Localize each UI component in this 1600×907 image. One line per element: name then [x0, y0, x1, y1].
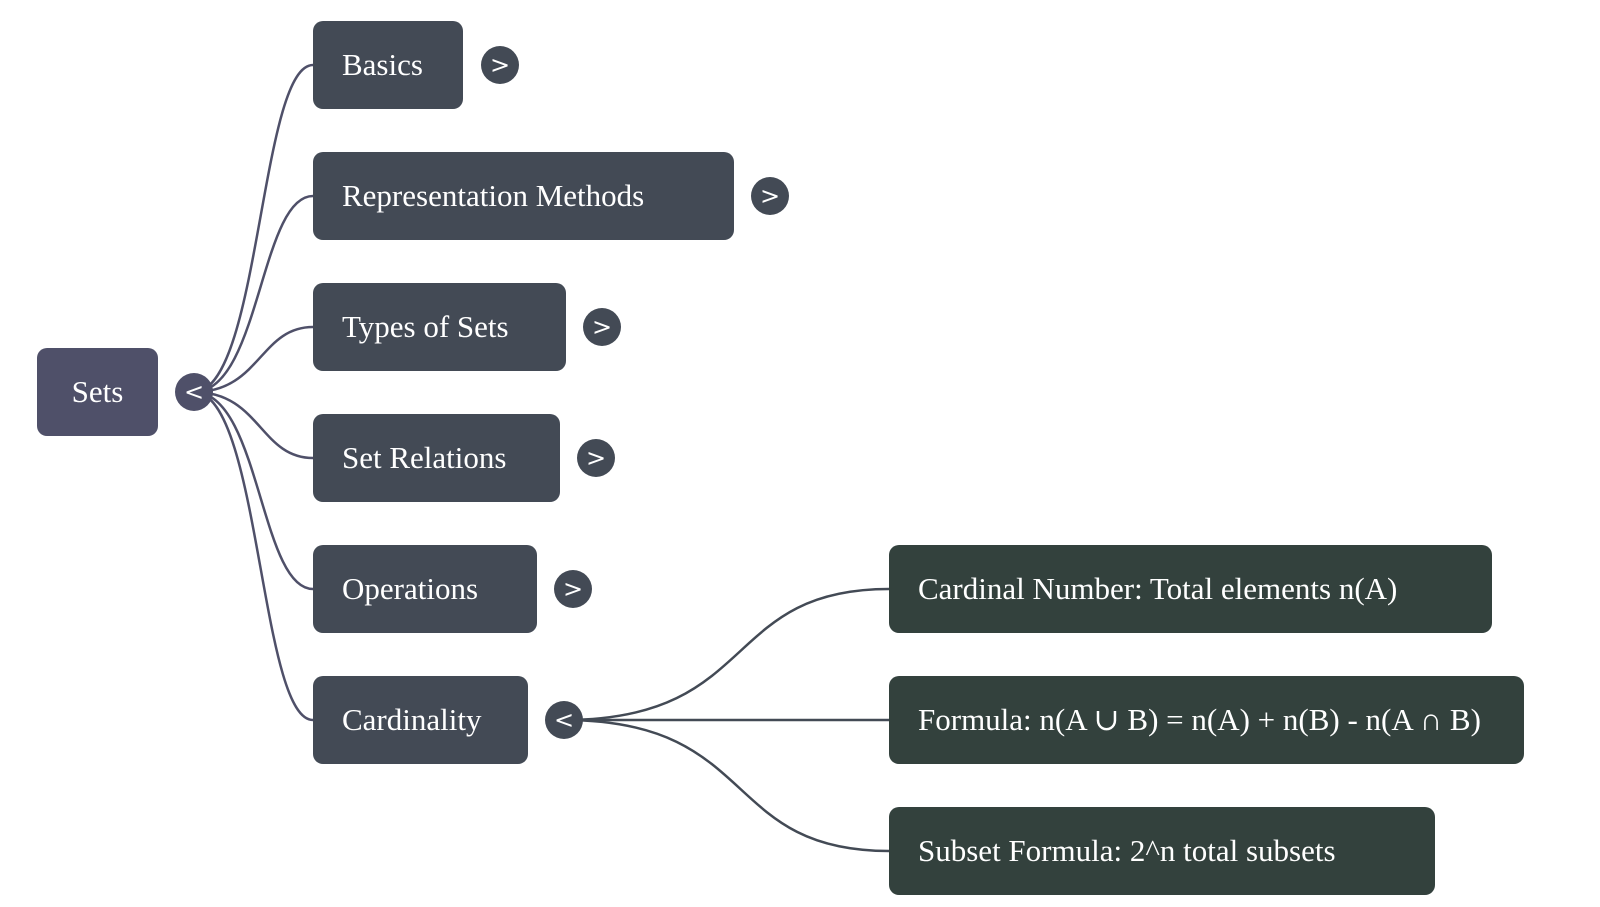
- edge-subset-formula: [563, 718, 890, 853]
- node-basics[interactable]: Basics: [313, 21, 463, 109]
- edge-basics: [193, 63, 314, 394]
- node-label: Cardinality: [342, 702, 482, 737]
- root-label: Sets: [71, 374, 124, 409]
- edge-types: [193, 325, 314, 394]
- node-representation-methods[interactable]: Representation Methods: [313, 152, 734, 240]
- node-label: Operations: [342, 571, 479, 606]
- expand-toggle-types-of-sets[interactable]: >: [583, 308, 621, 346]
- expand-toggle-representation-methods[interactable]: >: [751, 177, 789, 215]
- edge-representation: [193, 194, 314, 394]
- edge-cardinal-number: [563, 587, 890, 722]
- node-subset-formula[interactable]: Subset Formula: 2^n total subsets: [889, 807, 1435, 895]
- root-node-sets[interactable]: Sets: [37, 348, 158, 436]
- node-label: Representation Methods: [342, 178, 645, 213]
- expand-toggle-set-relations[interactable]: >: [577, 439, 615, 477]
- edge-relations: [193, 390, 314, 460]
- node-label: Cardinal Number: Total elements n(A): [918, 571, 1398, 606]
- node-cardinality[interactable]: Cardinality: [313, 676, 528, 764]
- node-label: Types of Sets: [342, 309, 509, 344]
- node-label: Formula: n(A ∪ B) = n(A) + n(B) - n(A ∩ …: [918, 702, 1481, 737]
- expand-toggle-basics[interactable]: >: [481, 46, 519, 84]
- node-types-of-sets[interactable]: Types of Sets: [313, 283, 566, 371]
- node-label: Set Relations: [342, 440, 507, 475]
- edge-operations: [193, 390, 314, 591]
- node-set-relations[interactable]: Set Relations: [313, 414, 560, 502]
- node-operations[interactable]: Operations: [313, 545, 537, 633]
- node-cardinal-number[interactable]: Cardinal Number: Total elements n(A): [889, 545, 1492, 633]
- edge-cardinality: [193, 390, 314, 722]
- node-label: Basics: [342, 47, 423, 82]
- node-union-formula[interactable]: Formula: n(A ∪ B) = n(A) + n(B) - n(A ∩ …: [889, 676, 1524, 764]
- collapse-toggle-cardinality[interactable]: <: [545, 701, 583, 739]
- expand-toggle-operations[interactable]: >: [554, 570, 592, 608]
- collapse-toggle-sets[interactable]: <: [175, 373, 213, 411]
- node-label: Subset Formula: 2^n total subsets: [918, 833, 1336, 868]
